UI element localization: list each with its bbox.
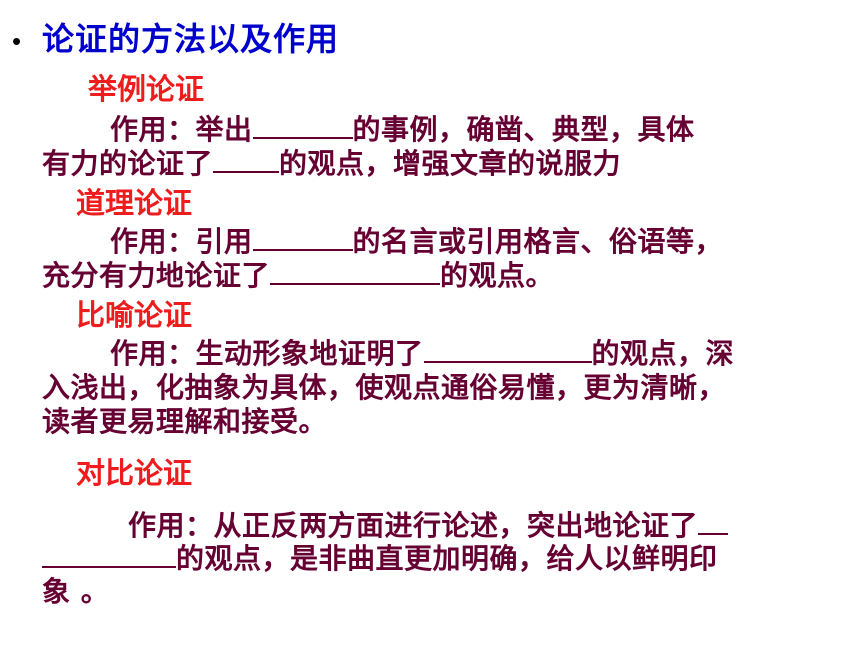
text-segment: 有力的论证了 <box>42 147 214 180</box>
text-segment: 的观点，增强文章的说服力 <box>279 147 622 180</box>
heading-reasoning-argument: 道理论证 <box>76 186 193 220</box>
reasoning-effect-line-2: 充分有力地论证了 的观点。 <box>42 254 554 294</box>
contrast-effect-line-3: 象 。 <box>42 575 110 608</box>
contrast-effect-line-2: 的观点，是非曲直更加明确，给人以鲜明印 <box>42 537 718 577</box>
fill-blank <box>252 113 353 139</box>
text-segment: 的名言或引用格言、俗语等， <box>352 225 724 258</box>
fill-blank <box>42 542 176 568</box>
title-row: • 论证的方法以及作用 <box>12 14 339 60</box>
heading-metaphor-argument: 比喻论证 <box>76 298 193 332</box>
fill-blank <box>213 147 280 173</box>
text-segment: 作用：生动形象地证明了 <box>110 337 424 370</box>
text-segment: 充分有力地论证了 <box>42 259 271 292</box>
fill-blank <box>252 225 353 251</box>
text-segment: 的观点，是非曲直更加明确，给人以鲜明印 <box>176 542 718 575</box>
text-segment: 的观点，深 <box>591 337 735 370</box>
heading-contrast-argument: 对比论证 <box>76 456 193 490</box>
text-segment: 的事例，确凿、典型，具体 <box>352 113 695 146</box>
bullet-dot: • <box>12 26 22 56</box>
slide-title: 论证的方法以及作用 <box>42 20 340 58</box>
reasoning-effect-line-1: 作用：引用 的名言或引用格言、俗语等， <box>110 220 723 260</box>
metaphor-effect-line-2: 入浅出，化抽象为具体，使观点通俗易懂，更为清晰， <box>42 371 727 404</box>
metaphor-effect-line-1: 作用：生动形象地证明了 的观点，深 <box>110 332 734 372</box>
text-segment: 作用：引用 <box>110 225 253 258</box>
text-segment: 作用：从正反两方面进行论述，突出地论证了 <box>128 509 699 542</box>
example-effect-line-2: 有力的论证了 的观点，增强文章的说服力 <box>42 142 621 182</box>
fill-blank <box>698 509 729 535</box>
fill-blank <box>423 337 592 363</box>
text-segment: 的观点。 <box>440 259 555 292</box>
heading-example-argument: 举例论证 <box>88 72 205 106</box>
text-segment: 作用：举出 <box>110 113 253 146</box>
metaphor-effect-line-3: 读者更易理解和接受。 <box>42 405 328 438</box>
fill-blank <box>270 259 441 285</box>
example-effect-line-1: 作用：举出 的事例，确凿、典型，具体 <box>110 108 695 148</box>
contrast-effect-line-1: 作用：从正反两方面进行论述，突出地论证了 <box>128 504 729 544</box>
